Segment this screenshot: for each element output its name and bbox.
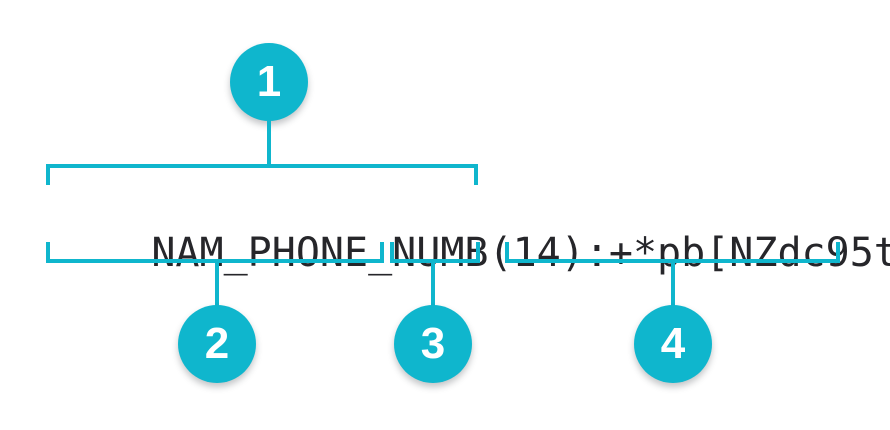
callout-3-connector-line	[431, 262, 435, 306]
bracket-field-length	[390, 242, 480, 263]
callout-badge-3: 3	[394, 305, 472, 383]
callout-badge-1: 1	[230, 43, 308, 121]
bracket-field-name	[46, 242, 384, 263]
code-segment-length: (14)	[488, 230, 585, 276]
callout-2-connector-line	[215, 262, 219, 306]
bracket-full-field	[46, 164, 478, 185]
callout-1-connector-line	[267, 119, 271, 165]
callout-number-1: 1	[256, 57, 282, 106]
callout-4-connector-line	[671, 262, 675, 306]
bracket-field-value	[505, 242, 840, 263]
callout-badge-4: 4	[634, 305, 712, 383]
callout-number-3: 3	[420, 319, 446, 368]
callout-number-4: 4	[660, 319, 686, 368]
callout-badge-2: 2	[178, 305, 256, 383]
callout-number-2: 2	[204, 319, 230, 368]
